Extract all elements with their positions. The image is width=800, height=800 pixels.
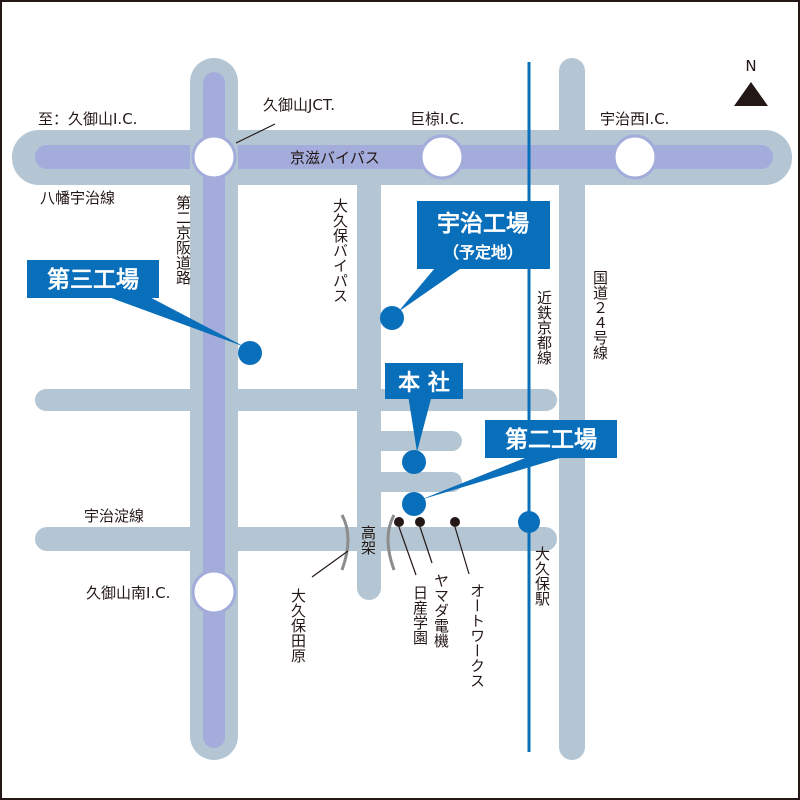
kumiyama-jct-label: 久御山JCT. (263, 96, 335, 114)
yamada-denki-dot (415, 517, 425, 527)
elevated-brackets (340, 514, 396, 571)
okubo-station-dot (518, 511, 540, 533)
ic-uji-nishi (612, 134, 658, 180)
kumiyama-minami-ic-label: 久御山南I.C. (86, 584, 170, 602)
ic-kumiyama-minami (191, 569, 237, 615)
facility-callouts (27, 201, 617, 500)
head-office-label: 本 社 (398, 370, 450, 396)
uji-factory-note: （予定地） (443, 243, 523, 262)
second-factory-dot (402, 492, 426, 516)
nissan-gakuen-label: 日産学園 (411, 585, 429, 645)
uji-factory-callout (417, 201, 550, 269)
head-office-dot (402, 450, 426, 474)
uji-factory-label: 宇治工場 (437, 210, 529, 237)
okubo-tahara-label: 大久保田原 (289, 588, 307, 663)
north-arrow-icon: N (734, 57, 768, 106)
ic-ogura (419, 134, 465, 180)
route24-label: 国道２４号線 (591, 270, 609, 360)
okubo-station-label: 大久保駅 (533, 546, 551, 606)
to-kumiyama-ic-label: 至：久御山I.C. (38, 110, 137, 128)
second-factory-label: 第二工場 (505, 426, 597, 453)
head-office-callout (385, 363, 463, 399)
yawata-uji-line-label: 八幡宇治線 (40, 189, 115, 207)
third-factory-callout (27, 260, 159, 298)
kintetsu-line-label: 近鉄京都線 (535, 290, 553, 365)
road-middle (35, 389, 557, 411)
north-label: N (745, 57, 756, 75)
third-factory-dot (238, 341, 262, 365)
third-factory-label: 第三工場 (47, 266, 139, 293)
road-stub-1 (357, 431, 462, 451)
autoworks-label: オートワークス (468, 583, 486, 688)
okubo-bypass-label: 大久保バイパス (331, 198, 349, 303)
road-stub-2 (357, 472, 462, 492)
keiji-bypass-label: 京滋バイパス (290, 149, 380, 167)
uji-nishi-ic-label: 宇治西I.C. (600, 110, 669, 128)
road-uji-yodo (35, 527, 557, 551)
autoworks-dot (450, 517, 460, 527)
second-factory-callout (485, 420, 617, 458)
road-network (35, 58, 585, 760)
interchange-markers (191, 134, 658, 615)
ic-kumiyama-jct (191, 134, 237, 180)
ogura-ic-label: 巨椋I.C. (410, 110, 464, 128)
landmark-leaders (235, 123, 470, 578)
road-route24 (559, 58, 585, 760)
uji-yodo-line-label: 宇治淀線 (84, 507, 144, 525)
second-keihan-label: 第二京阪道路 (174, 194, 192, 285)
yamada-denki-label: ヤマダ電機 (432, 573, 450, 649)
highway-keiji-bypass (12, 130, 792, 185)
nissan-gakuen-dot (394, 517, 404, 527)
elevated-label: 高架 (359, 525, 377, 555)
